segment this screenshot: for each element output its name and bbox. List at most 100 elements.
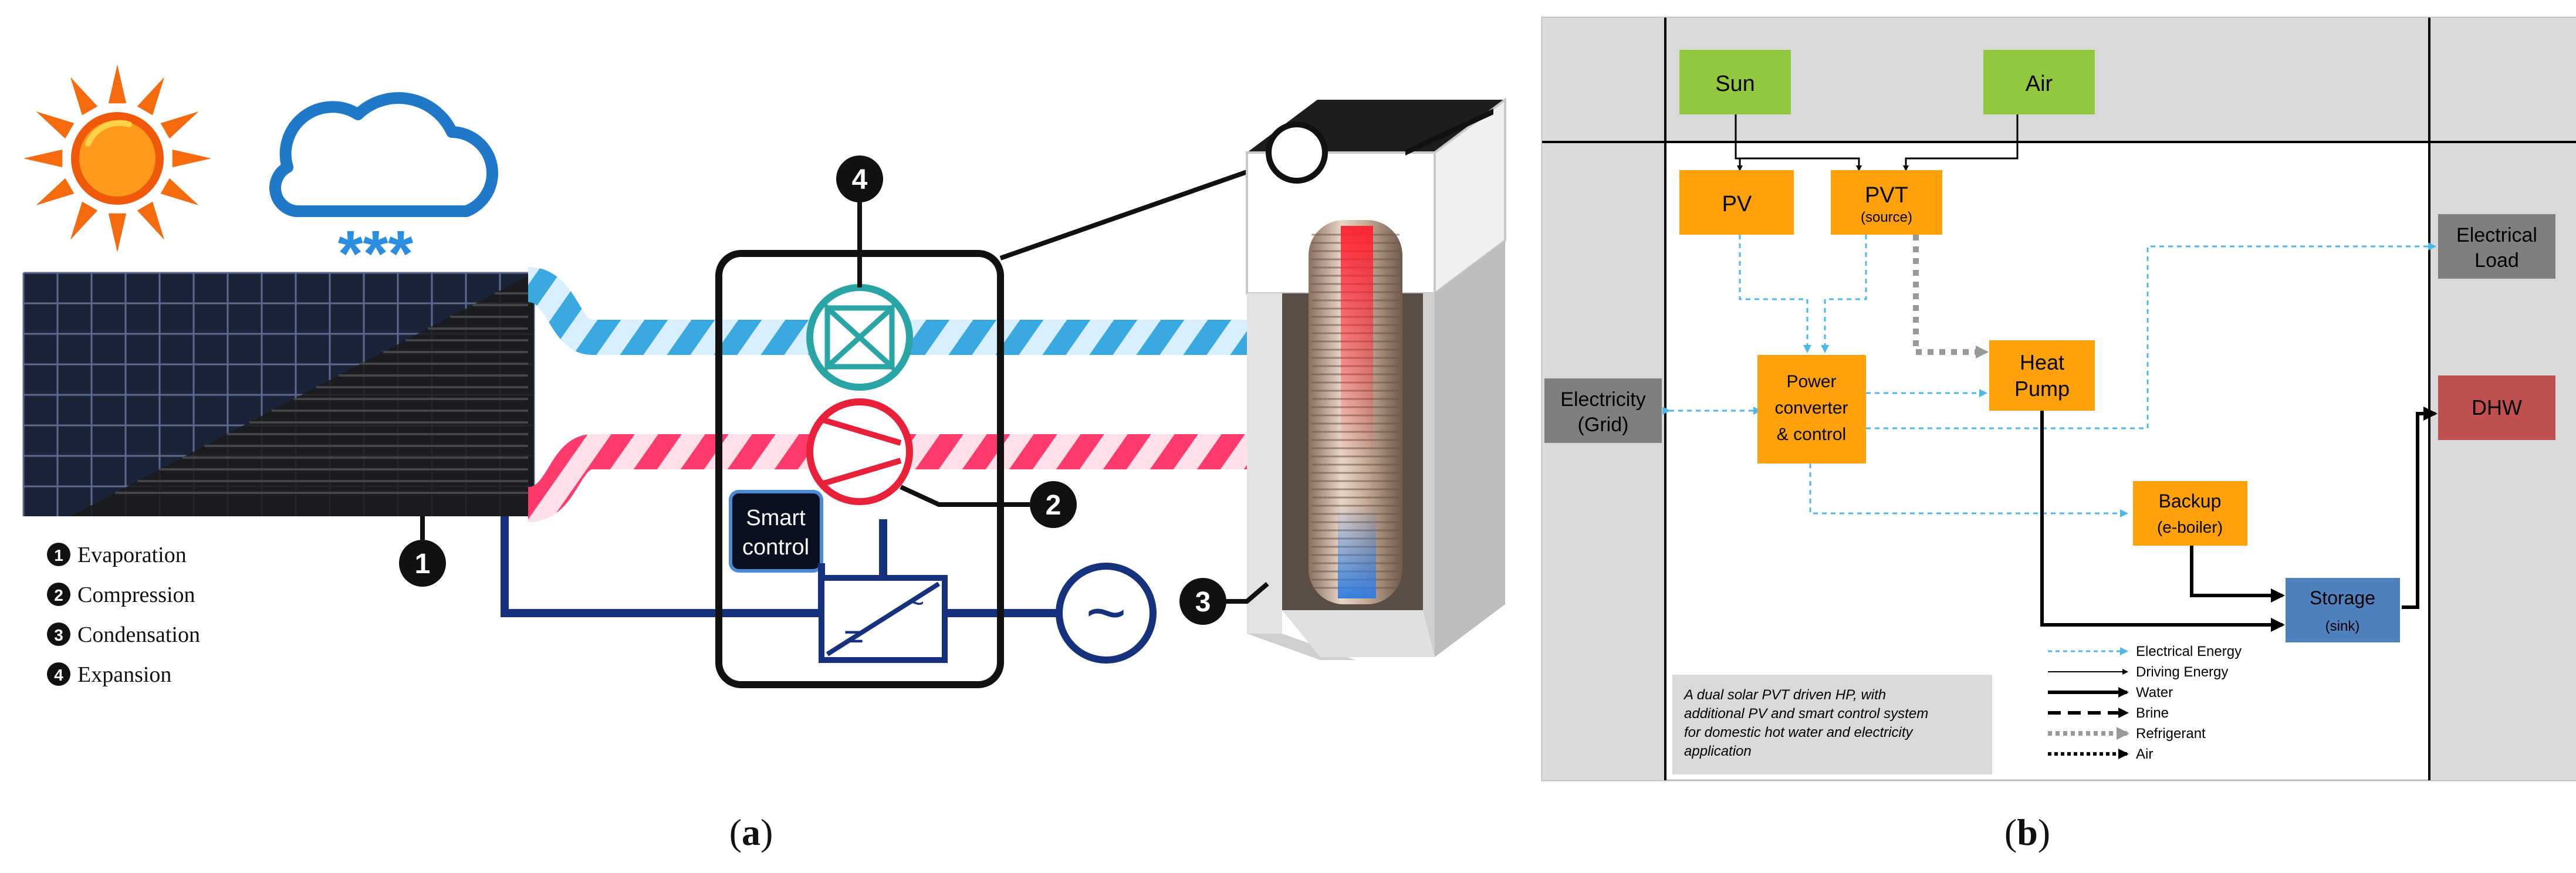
zoom-line <box>999 153 1295 260</box>
legend-refrigerant: Refrigerant <box>2048 726 2206 742</box>
sun-ray <box>160 178 199 205</box>
step-expansion: 4 Expansion <box>47 662 171 687</box>
svg-text:DHW: DHW <box>2472 395 2522 419</box>
description-note: A dual solar PVT driven HP, with additio… <box>1672 675 1992 774</box>
svg-text:~: ~ <box>1086 573 1127 652</box>
pvt-panel <box>22 272 535 516</box>
flow-arrows <box>1662 111 2438 632</box>
power-converter-box: Power converter & control <box>1757 355 1866 463</box>
sun-ray <box>108 213 127 252</box>
svg-text:~: ~ <box>907 586 924 620</box>
pv-box: PV <box>1679 170 1794 235</box>
sun-ray <box>70 77 98 116</box>
svg-text:converter: converter <box>1774 398 1848 418</box>
svg-text:(e-boiler): (e-boiler) <box>2157 518 2223 536</box>
svg-text:Electricity: Electricity <box>1560 388 1645 411</box>
svg-text:Air: Air <box>2026 72 2053 96</box>
sun-ray <box>36 178 75 205</box>
svg-text:Refrigerant: Refrigerant <box>2136 726 2206 742</box>
sun-ray <box>23 149 63 168</box>
storage-box: Storage (sink) <box>2286 578 2400 642</box>
storage-tank <box>1246 97 1506 660</box>
callout-2: 2 <box>1030 481 1077 528</box>
svg-text:Pump: Pump <box>2014 377 2070 401</box>
caption-a: (a) <box>729 811 773 853</box>
svg-text:A dual solar PVT driven HP, wi: A dual solar PVT driven HP, with <box>1683 687 1886 703</box>
legend-electrical-energy: Electrical Energy <box>2048 644 2242 659</box>
backup-box: Backup (e-boiler) <box>2133 481 2247 546</box>
smart-control-box: Smart control <box>729 490 823 573</box>
callout-3: 3 <box>1179 578 1226 625</box>
svg-text:control: control <box>742 535 809 560</box>
svg-text:(b): (b) <box>2004 811 2050 853</box>
sun-box: Sun <box>1679 50 1791 114</box>
svg-text:PVT: PVT <box>1865 183 1908 208</box>
svg-text:4: 4 <box>852 164 868 195</box>
callout-1: 1 <box>399 516 446 587</box>
ac-grid-icon: ~ <box>1056 563 1157 664</box>
sun-ray <box>137 201 164 240</box>
svg-text:Expansion: Expansion <box>77 662 171 687</box>
svg-text:Power: Power <box>1786 372 1836 391</box>
expansion-valve-icon <box>806 284 913 391</box>
panel-a: *** <box>22 65 1506 853</box>
legend-air: Air <box>2048 746 2153 762</box>
svg-text:(sink): (sink) <box>2325 618 2360 634</box>
svg-text:Load: Load <box>2474 249 2519 272</box>
step-evaporation: 1 Evaporation <box>47 543 187 567</box>
svg-text:1: 1 <box>54 546 63 564</box>
sun-ray <box>172 149 211 168</box>
heat-pump-box: Heat Pump <box>1989 340 2095 411</box>
step-condensation: 3 Condensation <box>47 622 200 647</box>
step-compression: 2 Compression <box>47 583 195 607</box>
hot-pipe <box>526 434 1259 522</box>
svg-text:(source): (source) <box>1861 209 1912 225</box>
svg-text:additional PV and smart contro: additional PV and smart control system <box>1684 706 1928 722</box>
legend-water: Water <box>2048 685 2173 701</box>
dhw-box: DHW <box>2438 375 2555 440</box>
svg-text:2: 2 <box>54 586 63 604</box>
svg-text:Sun: Sun <box>1715 72 1755 96</box>
svg-text:Evaporation: Evaporation <box>77 543 187 567</box>
svg-text:Electrical: Electrical <box>2456 224 2537 246</box>
svg-text:(a): (a) <box>729 811 773 853</box>
svg-text:3: 3 <box>54 626 63 644</box>
svg-text:Compression: Compression <box>77 583 195 607</box>
air-box: Air <box>1983 50 2095 114</box>
sun-ray <box>160 111 199 139</box>
svg-text:Driving Energy: Driving Energy <box>2136 664 2228 680</box>
svg-text:Air: Air <box>2136 746 2153 762</box>
step-legend: 1 Evaporation 2 Compression 3 Condensati… <box>47 543 200 687</box>
pvt-box: PVT (source) <box>1831 170 1942 235</box>
sun-icon <box>23 65 211 252</box>
svg-text:Smart: Smart <box>746 506 806 530</box>
compressor-icon <box>806 398 913 505</box>
snow-cloud-icon: *** <box>269 92 499 290</box>
sun-ray <box>36 111 75 139</box>
legend-brine: Brine <box>2048 705 2169 721</box>
electrical-load-box: Electrical Load <box>2438 214 2555 279</box>
svg-text:1: 1 <box>415 549 431 580</box>
cold-pipe <box>526 267 1259 355</box>
svg-text:Storage: Storage <box>2310 587 2375 608</box>
svg-text:& control: & control <box>1777 425 1846 444</box>
sun-ray <box>137 77 164 116</box>
svg-text:Condensation: Condensation <box>77 622 200 647</box>
svg-text:Backup: Backup <box>2159 490 2222 512</box>
panel-b: Sun Air PV PVT (source) Electrical Load … <box>1541 16 2576 853</box>
inverter-icon: = ~ <box>819 575 948 663</box>
sun-ray <box>108 65 127 104</box>
svg-text:3: 3 <box>1195 587 1211 618</box>
legend-driving-energy: Driving Energy <box>2048 664 2228 680</box>
svg-text:4: 4 <box>54 666 63 684</box>
svg-text:PV: PV <box>1722 192 1752 216</box>
svg-text:2: 2 <box>1046 490 1061 521</box>
callout-4: 4 <box>836 155 883 202</box>
sun-ray <box>70 201 98 240</box>
svg-text:=: = <box>843 617 864 656</box>
caption-b: (b) <box>2004 811 2050 853</box>
svg-text:for domestic hot water and ele: for domestic hot water and electricity <box>1684 725 1914 740</box>
flow-legend: Electrical Energy Driving Energy Water B… <box>2048 644 2242 762</box>
svg-text:Heat: Heat <box>2020 350 2064 374</box>
electricity-grid-box: Electricity (Grid) <box>1544 378 1662 443</box>
